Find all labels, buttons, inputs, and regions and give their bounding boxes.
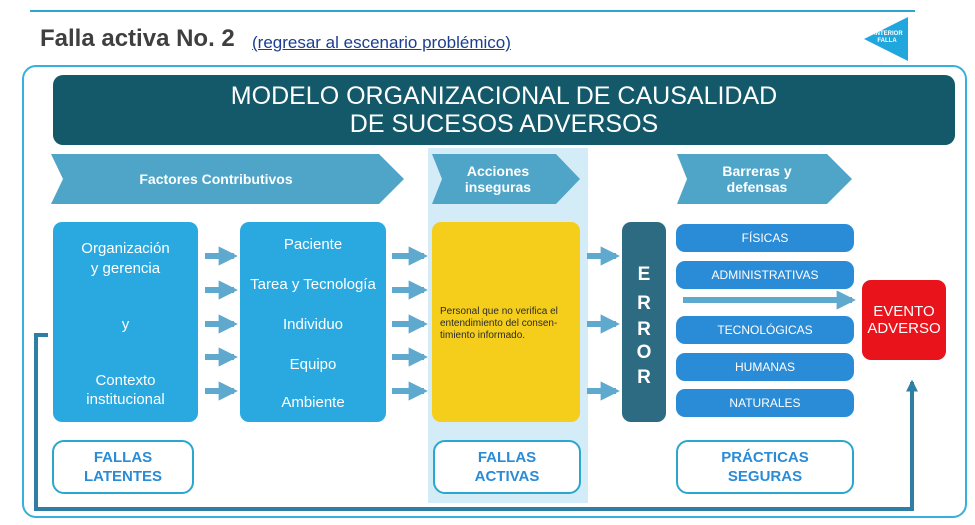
- barrier-item: FÍSICAS: [676, 224, 854, 252]
- factor-item: Ambiente: [281, 394, 345, 411]
- error-letter: R: [637, 367, 651, 388]
- back-to-scenario-link[interactable]: (regresar al escenario problémico): [252, 33, 511, 52]
- fallas-activas-box: FALLAS ACTIVAS: [433, 440, 581, 494]
- organization-box: Organización y gerencia y Contexto insti…: [53, 222, 198, 422]
- triangle-left-icon: [864, 17, 908, 61]
- error-letter: R: [637, 293, 651, 314]
- model-title-banner: MODELO ORGANIZACIONAL DE CAUSALIDAD DE S…: [53, 75, 955, 145]
- factor-item: Equipo: [289, 356, 337, 373]
- top-divider: [30, 10, 915, 12]
- fallas-latentes-box: FALLAS LATENTES: [52, 440, 194, 494]
- error-letter: O: [636, 342, 652, 363]
- factor-item: Individuo: [282, 316, 344, 333]
- barrier-item: ADMINISTRATIVAS: [676, 261, 854, 289]
- page-title: Falla activa No. 2: [40, 25, 235, 52]
- error-letter: E: [637, 264, 651, 285]
- unsafe-action-text: Personal que no verifica el entendimient…: [440, 306, 558, 341]
- barrier-item: HUMANAS: [676, 353, 854, 381]
- barrier-item: NATURALES: [676, 389, 854, 417]
- previous-failure-button[interactable]: [862, 14, 912, 64]
- header-factores-contributivos: Factores Contributivos: [51, 154, 404, 204]
- error-box: E R R O R: [622, 222, 666, 422]
- unsafe-action-box: Personal que no verifica el entendimient…: [432, 222, 580, 422]
- error-letter: R: [637, 319, 651, 340]
- factors-box: Paciente Tarea y Tecnología Individuo Eq…: [240, 222, 386, 422]
- factor-item: Paciente: [283, 236, 343, 253]
- adverse-event-box: EVENTO ADVERSO: [862, 280, 946, 360]
- factor-item: Tarea y Tecnología: [250, 276, 376, 293]
- previous-failure-label: ANTERIOR FALLA: [871, 31, 903, 44]
- barrier-item: TECNOLÓGICAS: [676, 316, 854, 344]
- diagram-frame: [22, 65, 967, 518]
- practicas-seguras-box: PRÁCTICAS SEGURAS: [676, 440, 854, 494]
